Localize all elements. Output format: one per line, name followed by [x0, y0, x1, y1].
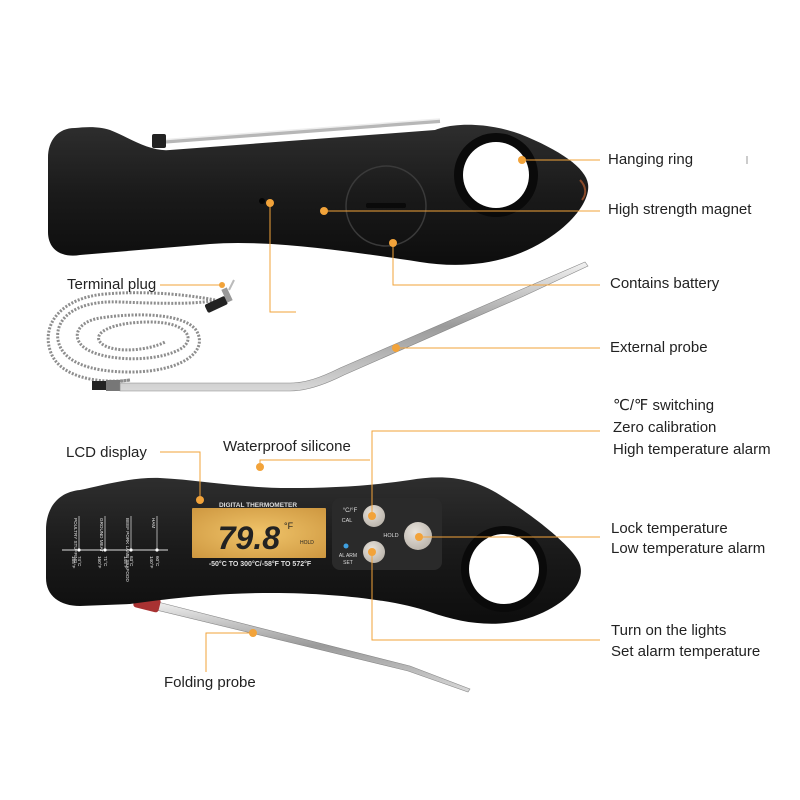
lcd-unit: °F — [284, 521, 294, 531]
callout-battery: Contains battery — [610, 275, 720, 292]
battery-cover — [345, 165, 427, 247]
braided-cable — [46, 291, 216, 388]
top-body — [48, 124, 589, 265]
guide-temp-f: 165°F — [71, 556, 76, 569]
cal-label: CAL — [342, 518, 353, 524]
set-label: SET — [343, 560, 353, 566]
cf-button-label: °C/°F — [343, 508, 358, 514]
device-header: DIGITAL THERMOMETER — [219, 502, 297, 509]
leader-dots — [196, 156, 526, 637]
guide-temp-f: 140°F — [149, 556, 154, 569]
callout-lcd-display: LCD display — [66, 444, 147, 461]
guide-temp-f: 145°F — [123, 556, 128, 569]
guide-dot — [155, 548, 159, 552]
callout-lights: Turn on the lights — [611, 622, 727, 639]
callout-cf-switching: ℃/℉ switching — [613, 397, 715, 414]
light-icon — [343, 543, 349, 549]
guide-dot — [129, 548, 133, 552]
guide-temp-c: 71°C — [103, 556, 108, 567]
callout-magnet: High strength magnet — [608, 201, 752, 218]
guide-temp-f: 160°F — [97, 556, 102, 569]
guide-food-label: POULTRY STUFFING — [73, 518, 78, 564]
hold-label: HOLD — [383, 533, 398, 539]
guide-temp-c: 63°C — [129, 556, 134, 567]
callout-zero-calibration: Zero calibration — [613, 419, 717, 436]
bottom-thermometer-front: DIGITAL THERMOMETER 79.8 °F HOLD -50°C T… — [46, 477, 581, 693]
callout-terminal-plug: Terminal plug — [67, 276, 157, 293]
range-text: -50°C TO 300°C/-58°F TO 572°F — [209, 560, 312, 568]
callout-set-alarm: Set alarm temperature — [611, 643, 761, 660]
guide-food-label: GROUND MEAT — [99, 518, 104, 552]
guide-food-label: HAM — [151, 518, 156, 528]
guide-temp-c: 74°C — [77, 556, 82, 567]
callout-high-temp-alarm: High temperature alarm — [613, 441, 771, 458]
callout-waterproof-silicone: Waterproof silicone — [223, 438, 351, 455]
callout-low-temp-alarm: Low temperature alarm — [611, 540, 766, 557]
guide-food-label: BEEF PORK LAMB SEAFOOD — [125, 518, 130, 582]
guide-temp-c: 60°C — [155, 556, 160, 567]
callout-folding-probe: Folding probe — [164, 674, 256, 691]
guide-dot — [77, 548, 81, 552]
lcd-reading: 79.8 — [218, 520, 280, 556]
callout-external-probe: External probe — [610, 339, 708, 356]
terminal-plug — [204, 279, 235, 313]
callout-lock-temperature: Lock temperature — [611, 520, 728, 537]
external-probe-assembly — [46, 261, 589, 392]
alarm-label: AL ARM — [339, 553, 357, 559]
top-stored-probe — [159, 119, 441, 144]
external-probe-shaft — [119, 261, 589, 392]
guide-dot — [103, 548, 107, 552]
lcd-display — [192, 508, 326, 558]
top-thermometer-back — [48, 118, 589, 265]
lcd-hold-indicator: HOLD — [300, 540, 314, 546]
callout-hanging-ring: Hanging ring — [608, 151, 694, 168]
